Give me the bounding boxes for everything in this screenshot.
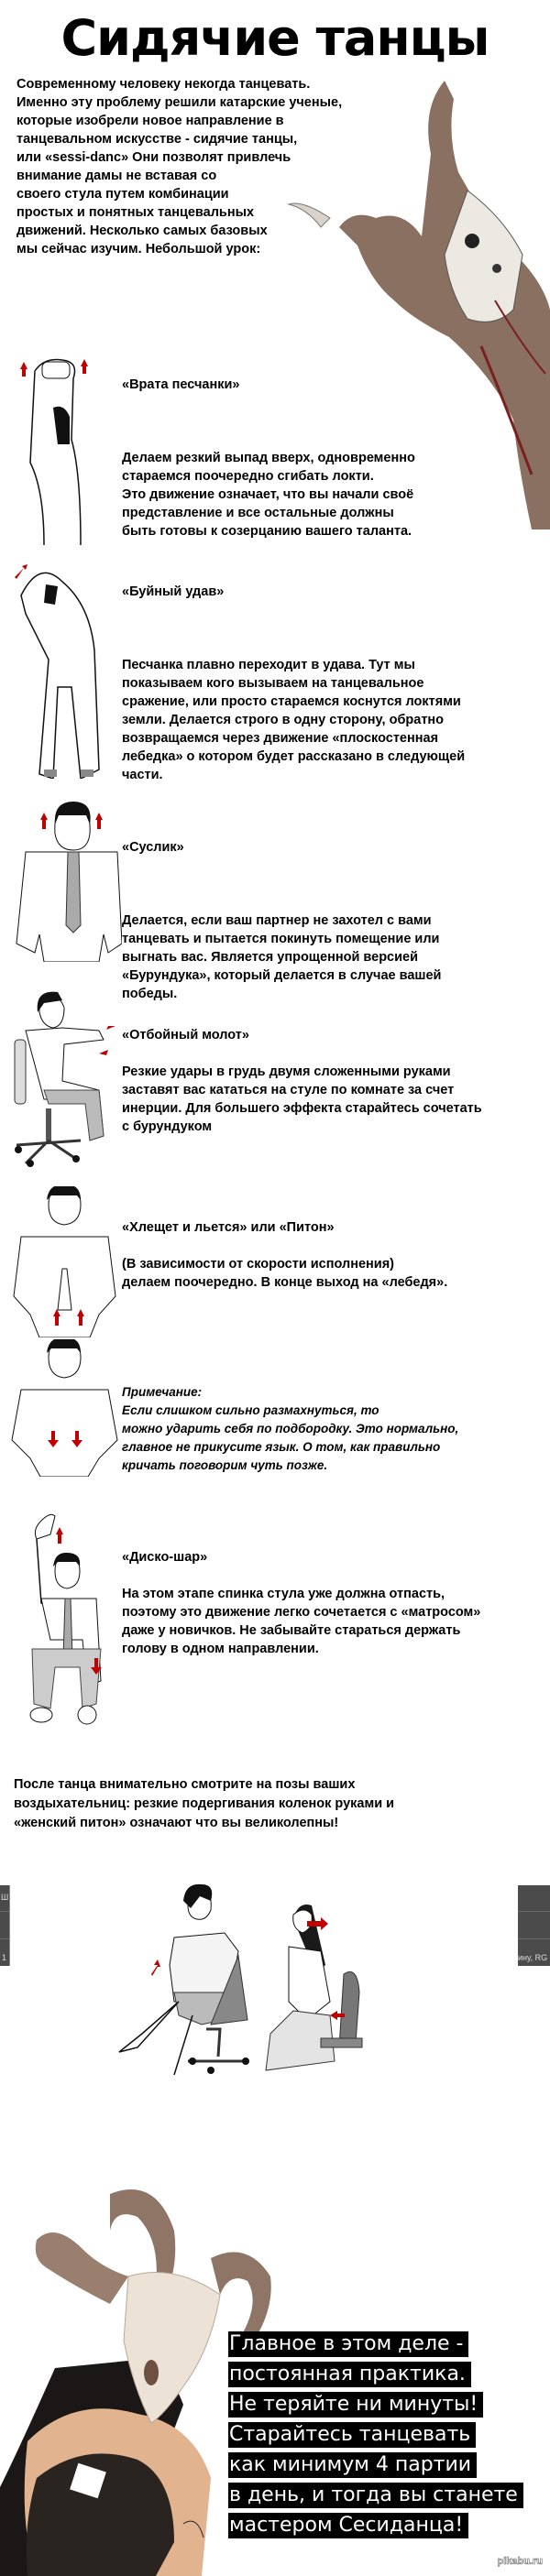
note-label: Примечание: xyxy=(122,1385,203,1399)
final-line: постоянная практика. xyxy=(228,2362,471,2387)
final-line: как минимум 4 партии xyxy=(228,2452,478,2478)
page-title: Сидячие танцы xyxy=(60,9,490,67)
cropped-ui-fragment-right: ину, RG xyxy=(518,1885,550,1966)
move-description: Песчанка плавно переходит в удава. Тут м… xyxy=(122,658,466,782)
seated-women-illustration xyxy=(118,1883,363,2075)
move-title: «Хлещет и льется» или «Питон» xyxy=(122,1220,335,1235)
cropped-ui-fragment-left: Ш 1 xyxy=(0,1885,10,1966)
standing-man-arms-up-illustration xyxy=(20,358,88,545)
final-line: Главное в этом деле - xyxy=(228,2331,469,2357)
final-line: Не теряйте ни минуты! xyxy=(228,2392,484,2418)
move-description: (В зависимости от скорости исполнения) д… xyxy=(122,1257,448,1290)
final-message: Главное в этом деле - постоянная практик… xyxy=(228,2331,523,2543)
watermark: pikabu.ru xyxy=(497,2556,543,2568)
ram-skull-woman-illustration xyxy=(0,2189,271,2576)
move-title: «Буйный удав» xyxy=(122,584,225,599)
skull-mask-man-illustration xyxy=(287,81,550,529)
man-bending-sideways-illustration xyxy=(15,564,100,779)
move-title: «Суслик» xyxy=(122,840,184,855)
man-hands-down-illustration xyxy=(11,1339,118,1477)
move-description: На этом этапе спинка стула уже должна от… xyxy=(122,1587,481,1656)
move-description: Резкие удары в грудь двумя сложенными ру… xyxy=(122,1064,482,1134)
intro-paragraph: Современному человеку некогда танцевать.… xyxy=(16,77,343,257)
move-title: «Отбойный молот» xyxy=(122,1028,249,1042)
move-title: «Диско-шар» xyxy=(122,1550,208,1565)
man-palms-together-illustration xyxy=(13,1186,116,1337)
move-title: «Врата песчанки» xyxy=(122,377,240,392)
note-text: Если слишком сильно размахнуться, то мож… xyxy=(122,1403,459,1472)
final-line: мастером Сесиданца! xyxy=(228,2513,469,2538)
outro-paragraph: После танца внимательно смотрите на позы… xyxy=(14,1777,395,1830)
final-line: Старайтесь танцевать xyxy=(228,2422,477,2448)
final-line: в день, и тогда вы станете xyxy=(228,2483,523,2508)
move-description: Делается, если ваш партнер не захотел с … xyxy=(122,913,442,1001)
seated-man-punching-chest-illustration xyxy=(14,991,116,1167)
seated-man-arm-raised-illustration xyxy=(29,1513,102,1725)
man-shrugging-illustration xyxy=(16,802,122,962)
move-description: Делаем резкий выпад вверх, одновременно … xyxy=(122,451,415,539)
